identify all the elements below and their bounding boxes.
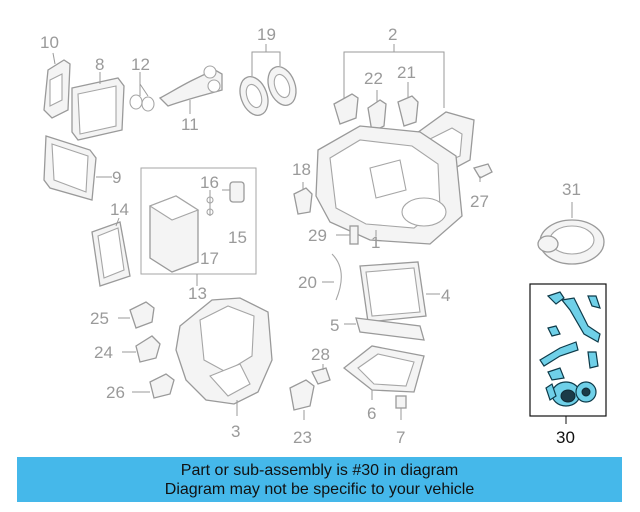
callout-4: 4 [441,286,450,305]
part-27-sensor [473,163,493,182]
part-18-connector [293,182,313,215]
part-24-clip [122,335,161,363]
callout-2: 2 [388,25,397,44]
banner-line-2: Diagram may not be specific to your vehi… [164,481,475,498]
callout-17: 17 [200,249,219,268]
callout-6: 6 [367,404,376,423]
callout-9: 9 [112,168,121,187]
part-6-cover [342,345,425,400]
part-25-clip [118,301,155,329]
part-11-pipe [158,65,223,114]
parts-diagram: 10 8 12 19 11 9 14 16 15 17 13 25 24 26 … [40,25,607,447]
part-5-seal [344,317,425,341]
callout-21: 21 [397,63,416,82]
part-12-seals [129,72,155,112]
callout-26: 26 [106,383,125,402]
callout-12: 12 [131,55,150,74]
callout-1: 1 [371,233,380,252]
part-20-hose [322,253,342,301]
callout-8: 8 [95,55,104,74]
part-2-leaders [343,44,445,108]
callout-25: 25 [90,309,109,328]
callout-31: 31 [562,180,581,199]
callout-10: 10 [40,33,59,52]
part-10-bracket [43,52,71,119]
callout-30: 30 [556,428,575,447]
part-30-subassembly [529,283,607,424]
part-13-box [140,167,257,286]
part-14-filter [91,217,131,287]
part-26-clip [132,373,175,399]
part-8-heater-core [71,72,125,141]
callout-18: 18 [292,160,311,179]
part-4-filter [359,261,440,323]
part-3-housing [175,297,273,416]
callout-22: 22 [364,69,383,88]
part-19-gaskets [239,44,297,116]
callout-19: 19 [257,25,276,44]
callout-13: 13 [188,284,207,303]
callout-23: 23 [293,428,312,447]
callout-7: 7 [396,428,405,447]
part-23-bracket [289,379,315,420]
callout-3: 3 [231,422,240,441]
callout-29: 29 [308,226,327,245]
part-28-clip [311,364,331,385]
part-22-bracket [367,90,387,133]
part-2-door [333,93,359,125]
banner-line-1: Part or sub-assembly is #30 in diagram [180,462,459,479]
callout-14: 14 [110,200,129,219]
callout-27: 27 [470,192,489,211]
part-31-blower-motor [537,202,605,265]
callout-28: 28 [311,345,330,364]
callout-11: 11 [181,115,199,134]
part-29-screw [336,225,359,245]
callout-15: 15 [228,228,247,247]
callout-24: 24 [94,343,113,362]
part-1-case [315,125,463,245]
callout-20: 20 [298,273,317,292]
part-7-grommet [395,395,407,420]
callout-5: 5 [330,316,339,335]
part-21-actuator [397,82,419,127]
callout-16: 16 [200,173,219,192]
info-banner: Part or sub-assembly is #30 in diagram D… [17,457,622,502]
part-9-evaporator [43,135,112,201]
